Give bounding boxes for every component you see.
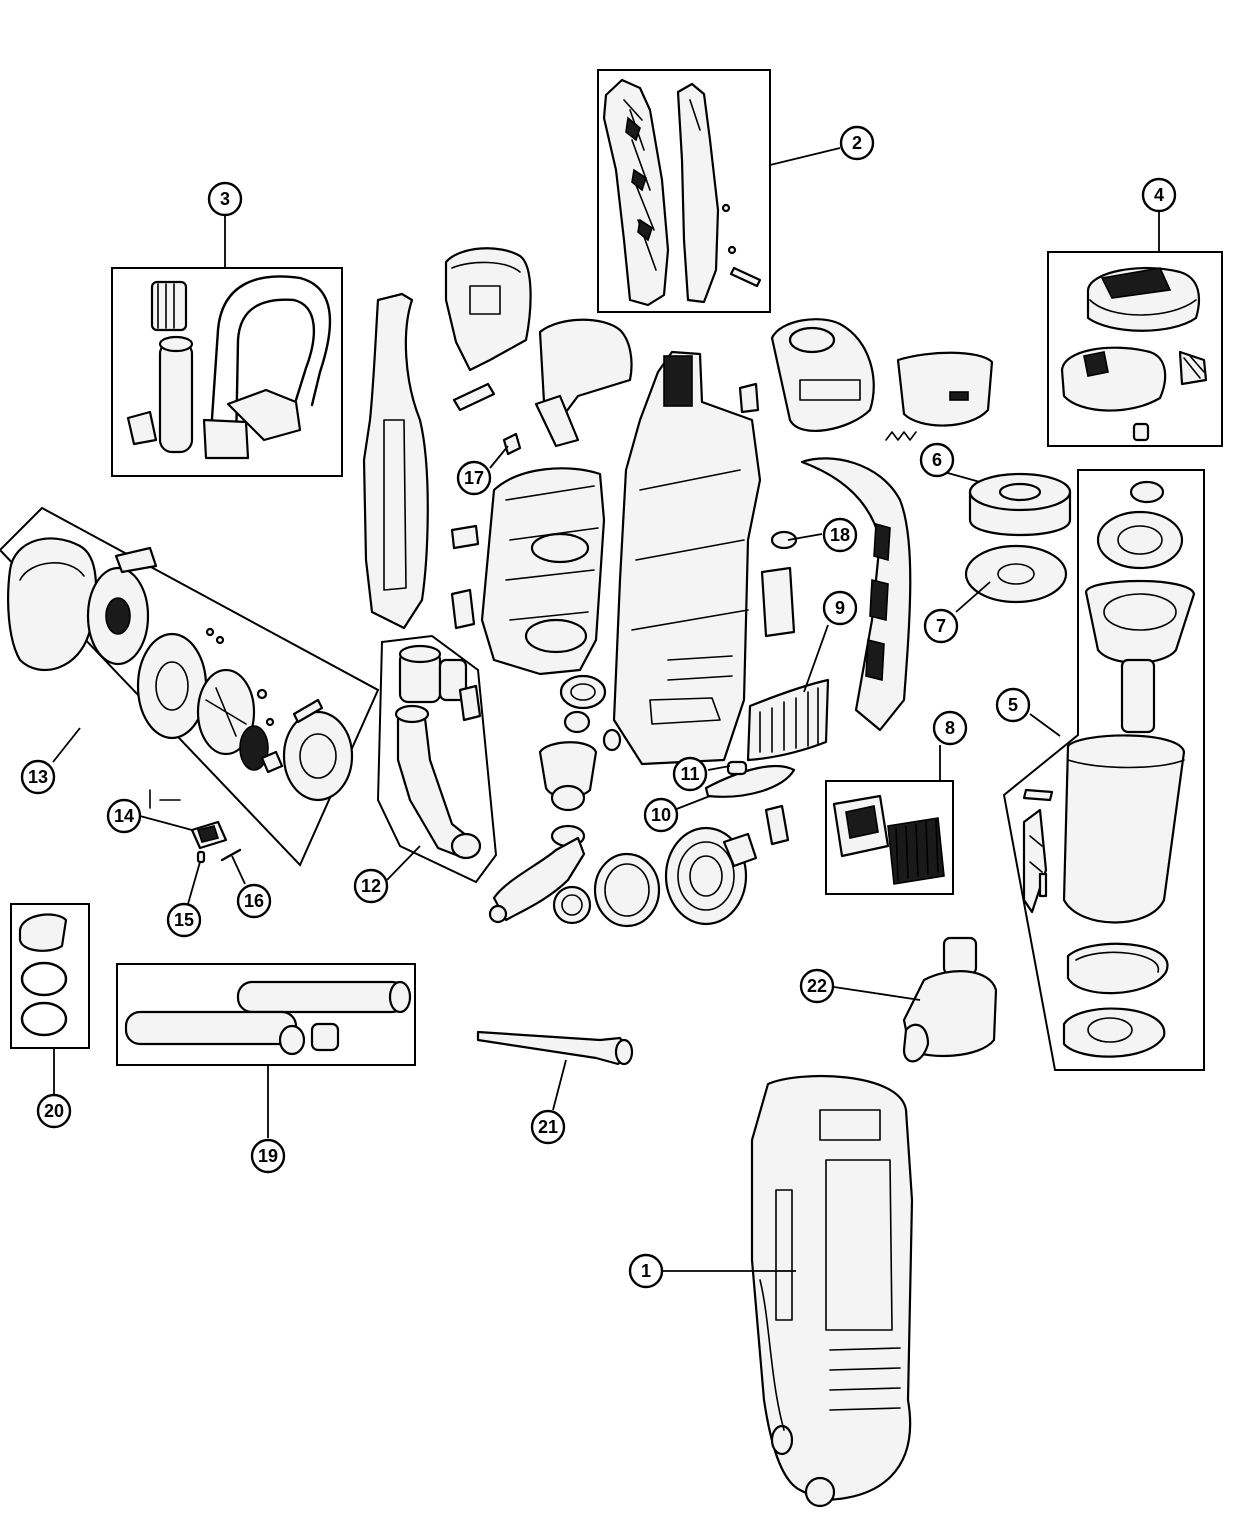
gasket-ring-part-7 — [964, 544, 1068, 604]
screw-part-15 — [196, 850, 206, 864]
callout-label: 8 — [945, 718, 955, 738]
callout-label: 19 — [258, 1146, 278, 1166]
box-part-8 — [825, 780, 954, 895]
callout-label: 9 — [835, 598, 845, 618]
callout-label: 12 — [361, 876, 381, 896]
callout-2: 2 — [839, 125, 875, 161]
vacuum-body-part-1 — [750, 1074, 914, 1508]
callout-11: 11 — [672, 756, 708, 792]
callout-label: 21 — [538, 1117, 558, 1137]
upper-housing-front — [444, 247, 532, 372]
callout-3: 3 — [207, 181, 243, 217]
hepa-filter-part-8 — [832, 794, 945, 885]
box-part-5 — [1002, 469, 1205, 1071]
turbo-tool-part-22 — [902, 936, 998, 1063]
callout-label: 22 — [807, 976, 827, 996]
cord-hook — [896, 351, 994, 427]
callout-9: 9 — [822, 590, 858, 626]
main-chassis — [602, 350, 762, 766]
motor-assembly-part-13 — [7, 537, 354, 809]
cup-lid-part-4 — [1060, 266, 1208, 442]
callout-label: 16 — [244, 891, 264, 911]
grill-cover-part-9 — [746, 678, 830, 762]
vacuum-motor — [664, 804, 790, 926]
callout-18: 18 — [822, 517, 858, 553]
extension-wands-part-19 — [124, 980, 412, 1056]
callout-20: 20 — [36, 1093, 72, 1129]
box-part-4 — [1047, 251, 1223, 447]
callout-16: 16 — [236, 883, 272, 919]
handle-top-right — [770, 318, 875, 432]
callout-17: 17 — [456, 460, 492, 496]
callout-label: 5 — [1008, 695, 1018, 715]
callout-label: 13 — [28, 767, 48, 787]
callout-label: 4 — [1154, 185, 1164, 205]
callout-label: 2 — [852, 133, 862, 153]
callout-6: 6 — [919, 442, 955, 478]
side-shell-right — [800, 457, 912, 732]
callout-label: 17 — [464, 468, 484, 488]
small-parts-center — [450, 382, 798, 722]
callout-21: 21 — [530, 1109, 566, 1145]
spring — [885, 431, 917, 441]
box-part-3 — [111, 267, 343, 477]
box-part-20 — [10, 903, 90, 1049]
handle-halves-part-2 — [602, 78, 762, 307]
motor-housing-left — [480, 467, 606, 676]
box-part-13 — [0, 506, 380, 867]
callout-12: 12 — [353, 868, 389, 904]
callout-14: 14 — [106, 798, 142, 834]
box-part-19 — [116, 963, 416, 1066]
switch-part-14 — [190, 820, 228, 850]
callout-label: 6 — [932, 450, 942, 470]
callout-4: 4 — [1141, 177, 1177, 213]
callout-10: 10 — [643, 797, 679, 833]
callout-13: 13 — [20, 759, 56, 795]
callout-label: 20 — [44, 1101, 64, 1121]
leader-lines — [52, 147, 1160, 1272]
callout-1: 1 — [628, 1253, 664, 1289]
callout-5: 5 — [995, 687, 1031, 723]
callout-8: 8 — [932, 710, 968, 746]
box-part-12 — [376, 634, 498, 884]
fastener-part-11 — [726, 760, 748, 776]
upper-housing-rear — [538, 318, 633, 422]
box-part-2 — [597, 69, 771, 313]
callout-label: 14 — [114, 806, 134, 826]
callout-15: 15 — [166, 902, 202, 938]
crevice-tool-part-21 — [476, 1030, 634, 1066]
latch-part-10 — [704, 764, 796, 798]
callout-label: 15 — [174, 910, 194, 930]
callout-label: 10 — [651, 805, 671, 825]
callout-label: 11 — [680, 764, 699, 784]
callout-22: 22 — [799, 968, 835, 1004]
dirt-cup-assembly-part-5 — [1022, 480, 1196, 1058]
callout-label: 1 — [641, 1261, 651, 1281]
filter-disc-part-6 — [968, 472, 1072, 537]
filter-set-part-20 — [18, 913, 68, 1037]
hose-elbow-part-12 — [394, 644, 482, 860]
pin-part-16 — [220, 848, 242, 862]
callout-19: 19 — [250, 1138, 286, 1174]
callout-label: 3 — [220, 189, 230, 209]
callout-7: 7 — [923, 608, 959, 644]
hose-assembly-part-3 — [126, 275, 332, 460]
callout-label: 18 — [830, 525, 850, 545]
seal-rings-center — [488, 674, 661, 928]
handle-grip-left — [362, 292, 429, 630]
callout-label: 7 — [936, 616, 946, 636]
